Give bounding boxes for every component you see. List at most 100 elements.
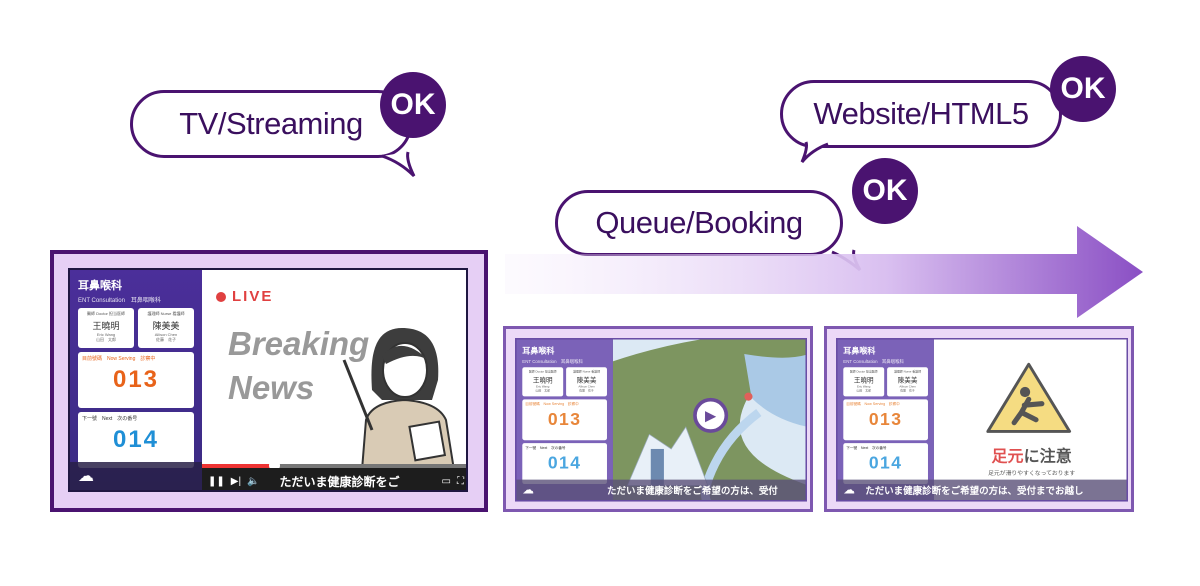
name: 王曉明 <box>853 376 874 384</box>
next-card: 下一號 Next 次の番号 014 <box>843 443 928 484</box>
queue-panel: 耳鼻喉科 ENT Consultation 耳鼻咽喉科 醫師 Doctor 担当… <box>516 339 613 501</box>
progress-handle[interactable] <box>269 460 281 471</box>
map-video[interactable]: ▶ ● <box>612 339 806 501</box>
name-en: Eric Wang <box>857 384 871 389</box>
next-number: 014 <box>112 426 160 453</box>
now-number: 013 <box>868 409 903 430</box>
location-pin-icon: ● <box>742 384 755 407</box>
caution-title-rest: に注意 <box>1023 446 1072 466</box>
bubble-label: Website/HTML5 <box>813 96 1029 131</box>
website-html5-bubble: Website/HTML5 <box>780 80 1062 148</box>
ticker-text: ただいま健康診断をご希望の方は、受付までお越し <box>865 485 1084 497</box>
now-number: 013 <box>547 409 582 430</box>
web-content: 足元に注意 足元が滑りやすくなっております <box>933 339 1127 501</box>
next-card: 下一號 Next 次の番号 014 <box>78 412 194 468</box>
website-signage-screen: 足元に注意 足元が滑りやすくなっております 耳鼻喉科 ENT Consultat… <box>824 326 1134 512</box>
ticker-bar: ☁ ただいま健康診断をご希望の方は、受付までお越し <box>837 479 1127 501</box>
department-subtitle: ENT Consultation 耳鼻咽喉科 <box>522 359 583 365</box>
bubble-label: TV/Streaming <box>179 106 363 141</box>
caution-title-red: 足元 <box>991 446 1024 466</box>
role: 醫師 Doctor 担当医師 <box>528 369 557 374</box>
ok-badge: OK <box>380 72 446 138</box>
ticker-bar: ☁ <box>70 462 202 490</box>
headline-line: Breaking <box>228 325 370 362</box>
role: 護理師 Nurse 看護師 <box>573 369 601 374</box>
now-label: 目前號碼 Now Serving 診察中 <box>846 402 900 407</box>
bubble-tail <box>800 141 829 163</box>
weather-icon: ☁ <box>78 468 94 485</box>
ticker-bar: ☁ ただいま健康診断をご希望の方は、受付 <box>516 479 806 501</box>
next-label: 下一號 Next 次の番号 <box>82 416 138 422</box>
now-serving-card: 目前號碼 Now Serving 診察中 013 <box>843 399 928 441</box>
department-subtitle: ENT Consultation 耳鼻咽喉科 <box>78 298 161 304</box>
name-jp: 佐藤 花子 <box>156 337 176 342</box>
name-en: Allison Chen <box>899 384 916 389</box>
name: 陳美美 <box>152 321 180 331</box>
department-title: 耳鼻喉科 <box>78 280 122 292</box>
caution-subtitle: 足元が滑りやすくなっております <box>988 470 1076 477</box>
name: 王曉明 <box>92 321 120 331</box>
name-en: Allison Chen <box>578 384 595 389</box>
next-label: 下一號 Next 次の番号 <box>846 446 887 451</box>
next-number: 014 <box>547 453 582 474</box>
name: 陳美美 <box>897 376 918 384</box>
tv-signage-screen: 耳鼻喉科 ENT Consultation 耳鼻咽喉科 醫師 Doctor 担当… <box>50 250 488 512</box>
next-icon[interactable]: ▶| <box>230 475 242 487</box>
ok-badge: OK <box>852 158 918 224</box>
now-serving-card: 目前號碼 Now Serving 診察中 013 <box>522 399 607 441</box>
ticker-text: ただいま健康診断をご希望の方は、受付 <box>606 485 778 497</box>
queue-signage-screen: ▶ ● 耳鼻喉科 ENT Consultation 耳鼻咽喉科 醫師 Docto… <box>503 326 813 512</box>
name-en: Allison Chen <box>154 332 178 337</box>
department-title: 耳鼻喉科 <box>522 346 555 356</box>
pause-icon[interactable]: ❚❚ <box>208 475 225 487</box>
now-label: 目前號碼 Now Serving 診察中 <box>525 402 579 407</box>
now-serving-card: 目前號碼 Now Serving 診察中 013 <box>78 352 194 408</box>
fullscreen-icon[interactable]: ⛶ <box>457 475 464 487</box>
role: 護理師 Nurse 看護師 <box>894 369 922 374</box>
name: 王曉明 <box>532 376 553 384</box>
progression-arrow <box>505 226 1143 318</box>
name-en: Eric Wang <box>536 384 550 389</box>
name-en: Eric Wang <box>96 332 116 337</box>
captions-icon[interactable]: ▭ <box>441 475 451 487</box>
presenter-illustration <box>342 328 456 470</box>
ok-badge: OK <box>1050 56 1116 122</box>
name-jp: 山田 太郎 <box>856 388 872 393</box>
queue-panel: 耳鼻喉科 ENT Consultation 耳鼻咽喉科 醫師 Doctor 担当… <box>837 339 934 501</box>
department-subtitle: ENT Consultation 耳鼻咽喉科 <box>843 359 904 365</box>
role: 護理師 Nurse 看護師 <box>147 311 185 316</box>
name-jp: 佐藤 花子 <box>579 388 594 393</box>
live-label: LIVE <box>232 288 274 305</box>
headline-line: News <box>228 369 315 406</box>
caution-title: 足元に注意 <box>934 443 1127 466</box>
player-controls: ❚❚ ▶| 🔈 ただいま健康診断をご ▭ ⛶ <box>202 468 466 490</box>
ticker-text: ただいま健康診断をご <box>279 474 400 489</box>
now-number: 013 <box>112 366 160 393</box>
progress-bar[interactable] <box>202 460 466 471</box>
role: 醫師 Doctor 担当医師 <box>849 369 878 374</box>
weather-icon: ☁ <box>522 484 534 497</box>
name-jp: 山田 太郎 <box>535 388 551 393</box>
caution-sign-icon <box>986 362 1072 433</box>
bubble-tail <box>381 151 416 178</box>
now-label: 目前號碼 Now Serving 診察中 <box>82 356 156 362</box>
queue-booking-bubble: Queue/Booking <box>555 190 843 256</box>
bubble-label: Queue/Booking <box>595 205 803 240</box>
name-jp: 佐藤 花子 <box>900 388 915 393</box>
name-jp: 山田 太郎 <box>96 337 116 342</box>
queue-panel: 耳鼻喉科 ENT Consultation 耳鼻咽喉科 醫師 Doctor 担当… <box>70 270 202 490</box>
volume-icon[interactable]: 🔈 <box>247 475 260 487</box>
department-title: 耳鼻喉科 <box>843 346 876 356</box>
name: 陳美美 <box>576 376 597 384</box>
weather-icon: ☁ <box>843 484 855 497</box>
next-number: 014 <box>868 453 903 474</box>
play-icon[interactable]: ▶ <box>693 397 729 433</box>
